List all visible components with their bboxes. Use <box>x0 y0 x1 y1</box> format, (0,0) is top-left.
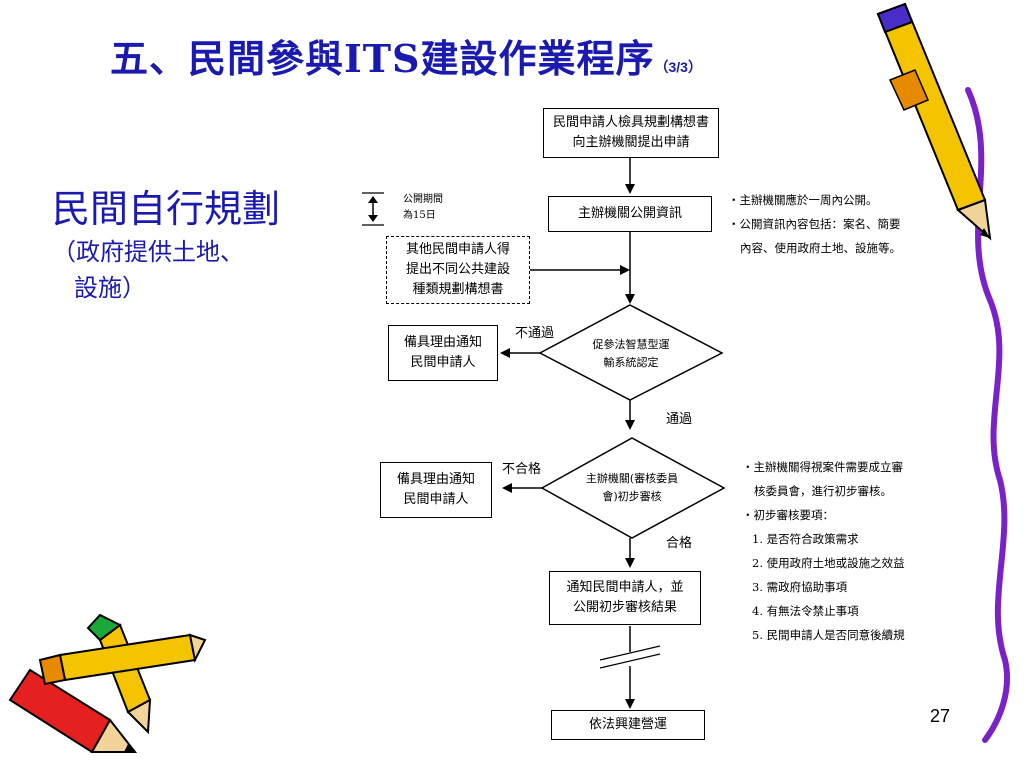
label-pass: 通過 <box>666 412 693 427</box>
box-reject-notify-2: 備具理由通知 民間申請人 <box>380 462 492 518</box>
box-text: 公開初步審核結果 <box>572 600 677 615</box>
decision-diamond-certify <box>538 304 724 401</box>
box-text: 種類規劃構想書 <box>412 282 504 297</box>
box-reject-notify-1: 備具理由通知 民間申請人 <box>388 325 498 381</box>
diamond-text: 促參法智慧型運 <box>592 338 670 351</box>
note-line: 內容、使用政府土地、設施等。 <box>740 241 901 255</box>
pencil-icon-top-right <box>876 2 992 241</box>
note-line: 1. 是否符合政策需求 <box>752 532 859 546</box>
box-text: 備具理由通知 <box>403 335 482 350</box>
diamond-text: 會)初步審核 <box>602 490 662 503</box>
note-line: ‧初步審核要項： <box>742 508 834 522</box>
title-text: 五、民間參與ITS建設作業程序 <box>110 36 655 81</box>
label-unqualified: 不合格 <box>502 462 542 477</box>
announce-notes: ‧主辦機關應於一周內公開。 ‧公開資訊內容包括：案名、簡要 內容、使用政府土地、… <box>728 188 901 260</box>
pencil-icon-bottom-left-yellow <box>38 633 207 686</box>
diamond-text: 主辦機關(審核委員 <box>585 472 679 485</box>
box-other-applicants: 其他民間申請人得 提出不同公共建設 種類規劃構想書 <box>386 236 530 304</box>
side-sub-line: （政府提供土地、 <box>52 238 244 266</box>
decision-diamond-review <box>540 437 726 539</box>
review-notes: ‧主辦機關得視案件需要成立審 核委員會，進行初步審核。 ‧初步審核要項： 1. … <box>742 455 905 647</box>
diamond-certify-text: 促參法智慧型運 輸系統認定 <box>572 336 690 372</box>
box-text: 通知民間申請人，並 <box>566 580 684 595</box>
pencil-icon-bottom-left-red <box>8 668 138 754</box>
label-not-pass: 不通過 <box>515 326 555 341</box>
note-line: 2. 使用政府土地或設施之效益 <box>752 556 905 570</box>
box-notify-result: 通知民間申請人，並 公開初步審核結果 <box>549 571 701 625</box>
box-text: 備具理由通知 <box>396 472 475 487</box>
diamond-review-text: 主辦機關(審核委員 會)初步審核 <box>572 470 692 506</box>
diamond-text: 輸系統認定 <box>603 356 659 369</box>
note-line: 4. 有無法令禁止事項 <box>752 604 859 618</box>
page-number: 27 <box>930 706 951 726</box>
note-line: ‧主辦機關得視案件需要成立審 <box>742 460 903 474</box>
slide-title: 五、民間參與ITS建設作業程序（3/3） <box>110 28 702 83</box>
period-text: 公開期間 <box>403 194 443 205</box>
side-subheading: （政府提供土地、 設施） <box>52 234 244 306</box>
note-line: 核委員會，進行初步審核。 <box>754 484 892 498</box>
box-text: 其他民間申請人得 <box>405 242 510 257</box>
announce-period-label: 公開期間 為15日 <box>403 192 443 224</box>
title-suffix: （3/3） <box>654 59 702 75</box>
side-sub-line: 設施） <box>74 274 146 302</box>
box-text: 民間申請人檢具規劃構想書 <box>552 115 709 130</box>
label-qualified: 合格 <box>666 536 693 551</box>
box-public-announcement: 主辦機關公開資訊 <box>548 196 712 232</box>
note-line: 5. 民間申請人是否同意後續規 <box>752 628 905 642</box>
box-build-operate: 依法興建營運 <box>551 710 705 740</box>
period-text: 為15日 <box>403 210 436 221</box>
note-line: ‧主辦機關應於一周內公開。 <box>728 193 878 207</box>
note-line: ‧公開資訊內容包括：案名、簡要 <box>728 217 901 231</box>
note-line: 3. 需政府協助事項 <box>752 580 848 594</box>
box-text: 民間申請人 <box>410 355 476 370</box>
side-heading: 民間自行規劃 <box>52 187 281 231</box>
box-text: 提出不同公共建設 <box>405 262 510 277</box>
box-text: 向主辦機關提出申請 <box>572 135 690 150</box>
box-submit-application: 民間申請人檢具規劃構想書 向主辦機關提出申請 <box>543 108 719 158</box>
box-text: 民間申請人 <box>403 492 469 507</box>
